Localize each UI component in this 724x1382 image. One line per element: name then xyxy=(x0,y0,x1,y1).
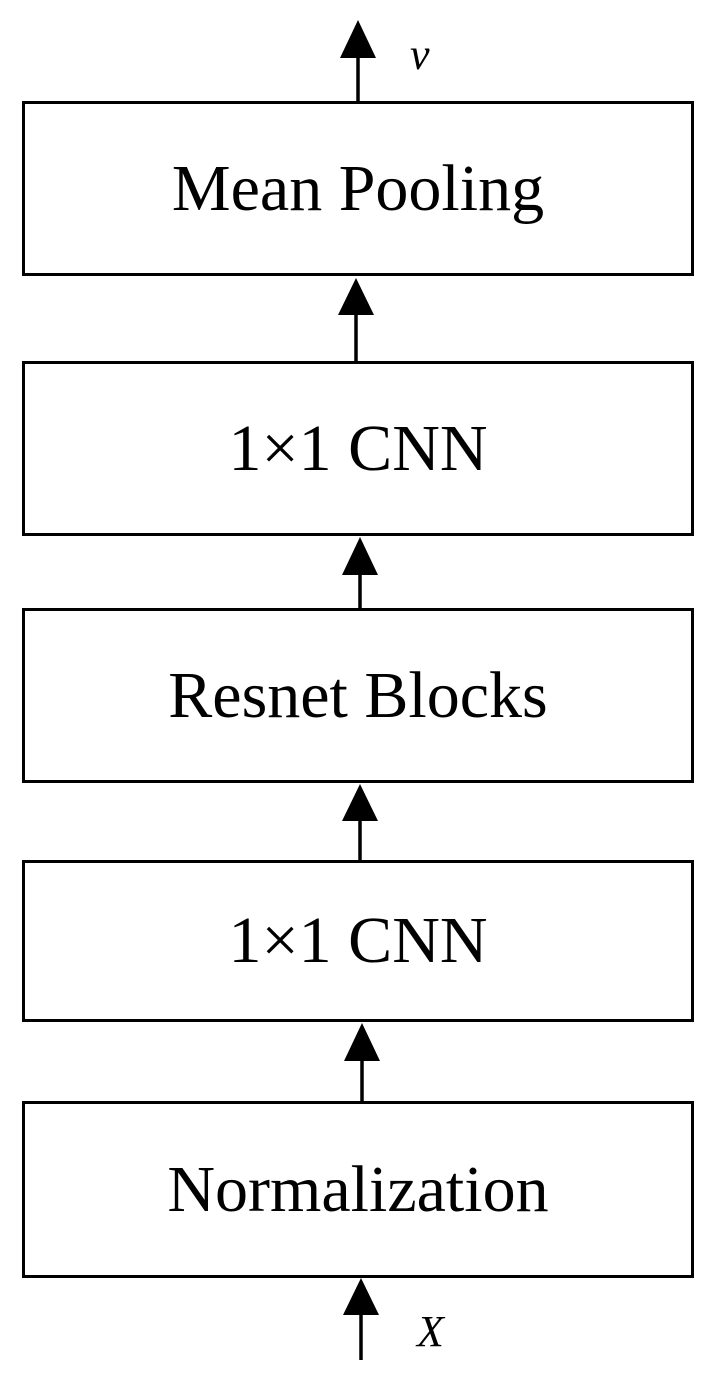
cnn-bottom-block: 1×1 CNN xyxy=(22,860,694,1022)
resnet-blocks-block: Resnet Blocks xyxy=(22,608,694,783)
block-label: Mean Pooling xyxy=(171,151,545,225)
input-arrow xyxy=(343,1278,379,1360)
block-label: 1×1 CNN xyxy=(228,904,488,977)
arrow-cnn-to-resnet xyxy=(342,784,378,860)
arrow-resnet-to-cnn xyxy=(342,537,378,608)
mean-pooling-block: Mean Pooling xyxy=(22,101,694,276)
block-label: Normalization xyxy=(167,1152,549,1226)
cnn-top-block: 1×1 CNN xyxy=(22,361,694,536)
arrow-cnn-to-pooling xyxy=(338,278,374,361)
block-label: 1×1 CNN xyxy=(228,411,488,485)
normalization-block: Normalization xyxy=(22,1101,694,1278)
block-label: Resnet Blocks xyxy=(168,658,548,732)
output-arrow xyxy=(340,20,376,101)
arrow-norm-to-cnn xyxy=(344,1023,380,1101)
output-variable-label: v xyxy=(410,30,430,79)
input-variable-label: X xyxy=(417,1307,444,1356)
